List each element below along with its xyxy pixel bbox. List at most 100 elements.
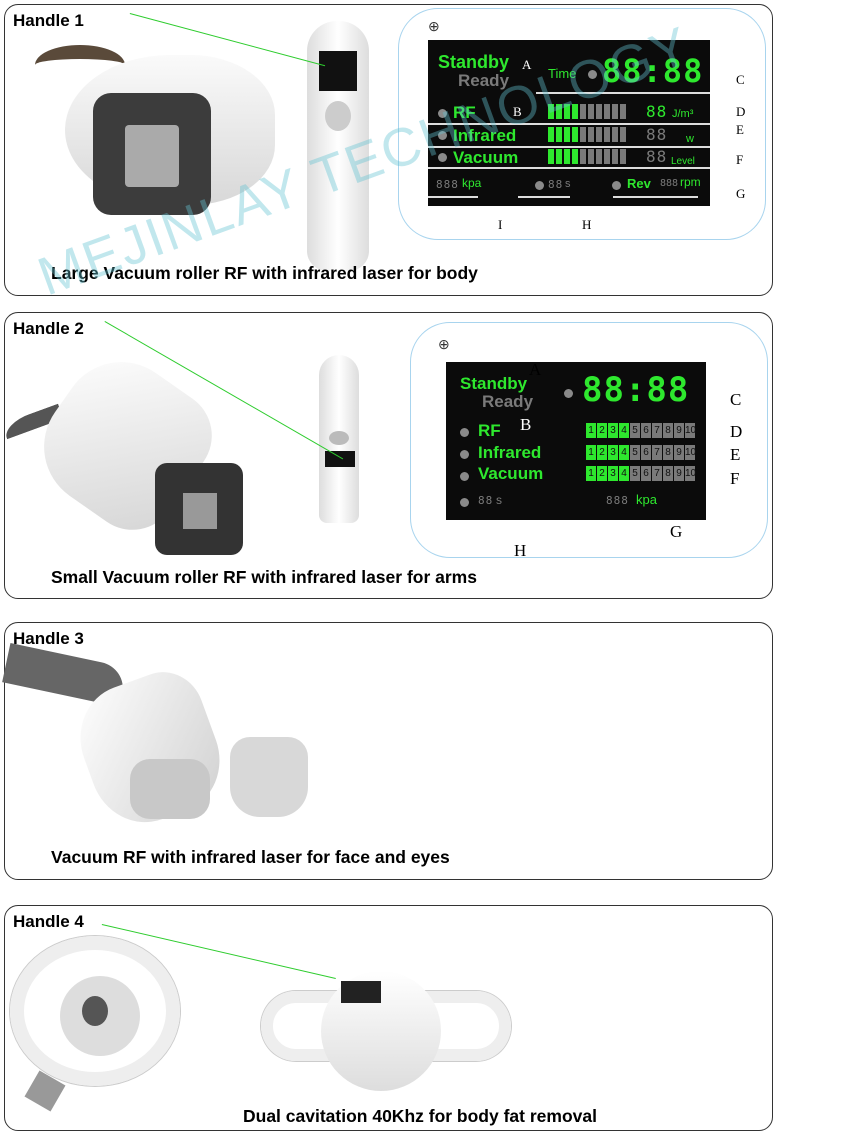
marker-b: B — [520, 415, 532, 434]
level-cell: 10 — [685, 466, 697, 481]
kpa-unit: kpa — [462, 176, 482, 190]
level-cell: 8 — [663, 423, 673, 438]
vacuum-dot — [460, 472, 469, 481]
vacuum-dot — [438, 153, 447, 162]
handle-1-photo — [25, 35, 275, 225]
level-cell: 9 — [674, 445, 684, 460]
level-cell: 3 — [608, 466, 618, 481]
clock-dot — [564, 389, 573, 398]
zoom-icon[interactable]: ⊕ — [428, 18, 440, 34]
marker-g: G — [670, 522, 683, 541]
seconds-value: 88 — [548, 178, 564, 191]
kpa-unit: kpa — [636, 492, 657, 507]
rpm-value: 888 — [660, 178, 679, 189]
lcd-2-display: Standby Ready 88:88 RF Infrared Vacuum 1… — [446, 362, 706, 520]
handle-4-title: Handle 4 — [13, 912, 84, 931]
handle-4-panel: Handle 4 Dual cavitation 40Khz for body … — [4, 905, 773, 1131]
handle-1-caption: Large Vacuum roller RF with infrared las… — [51, 263, 478, 283]
rf-bar — [548, 104, 626, 119]
zoom-icon[interactable]: ⊕ — [438, 336, 450, 352]
clock-display: 88:88 — [582, 370, 690, 410]
level-cell: 10 — [685, 445, 697, 460]
ready-label: Ready — [482, 392, 534, 411]
marker-e: E — [730, 445, 741, 464]
level-cell: 5 — [630, 423, 640, 438]
level-cell: 1 — [586, 466, 596, 481]
handle-3-title: Handle 3 — [13, 629, 84, 648]
rf-label: RF — [478, 421, 501, 440]
rf-dot — [460, 428, 469, 437]
marker-d: D — [736, 104, 746, 119]
clock-display: 88:88 — [602, 52, 704, 90]
time-label: Time — [548, 66, 577, 81]
rev-dot — [612, 181, 621, 190]
handle-4-device-photo — [261, 951, 511, 1096]
level-cell: 5 — [630, 445, 640, 460]
handle-2-caption: Small Vacuum roller RF with infrared las… — [51, 567, 477, 587]
divider — [613, 196, 698, 198]
lcd-2-callout — [410, 322, 768, 558]
infrared-unit: w — [686, 133, 694, 145]
marker-a: A — [529, 360, 542, 379]
level-cell: 2 — [597, 466, 607, 481]
handle-4-caption: Dual cavitation 40Khz for body fat remov… — [243, 1106, 597, 1126]
vacuum-unit: Level — [671, 156, 695, 167]
handle-4-photo — [10, 936, 200, 1116]
level-cell: 7 — [652, 423, 662, 438]
lcd-1-callout — [398, 8, 766, 240]
handle-1-title: Handle 1 — [13, 11, 84, 30]
divider — [428, 146, 710, 148]
rf-dot — [438, 109, 447, 118]
level-cell: 8 — [663, 466, 673, 481]
handle-1-device-photo — [307, 21, 369, 271]
divider — [518, 196, 570, 198]
level-cell: 7 — [652, 445, 662, 460]
marker-f: F — [730, 469, 740, 488]
level-cell: 1 — [586, 423, 596, 438]
time-dot — [588, 70, 597, 79]
seconds-value: 88 — [478, 494, 494, 507]
marker-i: I — [498, 217, 503, 232]
rf-value: 88 — [646, 102, 668, 121]
lcd-1-display: Standby Ready Time 88:88 RF 88 J/m³ Infr… — [428, 40, 710, 206]
level-cell: 4 — [619, 466, 629, 481]
level-cell: 6 — [641, 466, 651, 481]
level-cell: 6 — [641, 423, 651, 438]
divider — [536, 92, 710, 94]
level-cell: 8 — [663, 445, 673, 460]
marker-f: F — [736, 152, 744, 167]
marker-b: B — [513, 104, 522, 119]
infrared-value: 88 — [646, 125, 668, 144]
kpa-value: 888 — [606, 494, 629, 507]
marker-c: C — [730, 390, 742, 409]
level-cell: 4 — [619, 445, 629, 460]
infrared-bar — [548, 127, 626, 142]
infrared-label: Infrared — [453, 126, 517, 145]
level-cell: 10 — [685, 423, 697, 438]
marker-c: C — [736, 72, 745, 87]
standby-label: Standby — [460, 374, 528, 393]
divider — [428, 196, 478, 198]
level-cell: 6 — [641, 445, 651, 460]
marker-a: A — [522, 57, 532, 72]
level-cell: 3 — [608, 445, 618, 460]
kpa-value: 888 — [436, 178, 459, 191]
vacuum-label: Vacuum — [453, 148, 519, 167]
seconds-dot — [535, 181, 544, 190]
infrared-label: Infrared — [478, 443, 542, 462]
vacuum-value: 88 — [646, 147, 668, 166]
divider — [428, 167, 710, 169]
vacuum-bar — [548, 149, 626, 164]
rev-label: Rev — [627, 176, 651, 191]
seconds-unit: s — [496, 493, 502, 507]
level-cell: 5 — [630, 466, 640, 481]
rf-unit: J/m³ — [672, 108, 694, 120]
handle-2-device-photo — [319, 355, 359, 523]
level-cell: 9 — [674, 423, 684, 438]
level-cell: 2 — [597, 445, 607, 460]
ready-label: Ready — [458, 71, 510, 90]
level-cell: 9 — [674, 466, 684, 481]
